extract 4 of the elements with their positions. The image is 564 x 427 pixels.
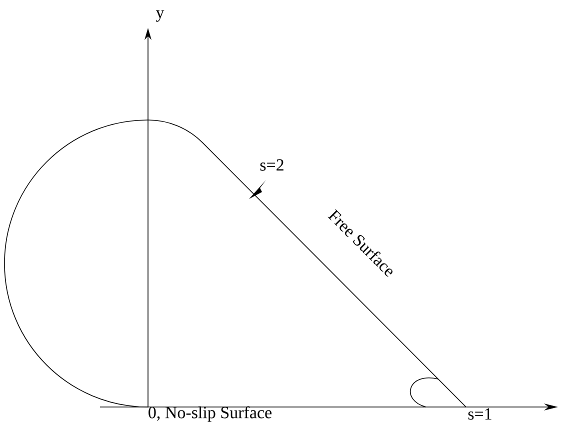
axis-label: y [156,10,164,22]
point-label: s=1 [468,408,492,420]
boundary-label: 0, No-slip Surface [148,406,272,422]
point-label: s=2 [260,159,284,171]
